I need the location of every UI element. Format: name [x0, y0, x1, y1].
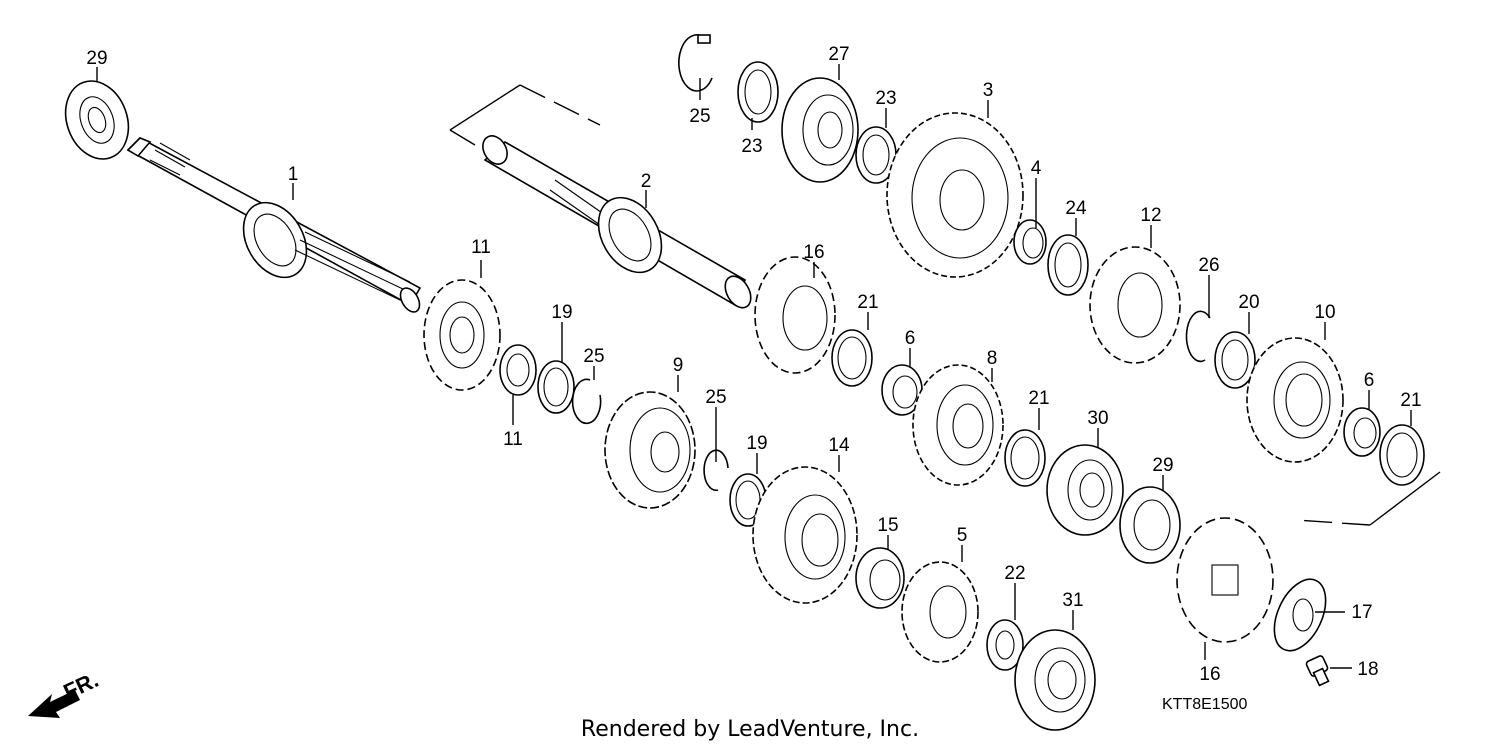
callout-3: 3 — [983, 80, 994, 101]
callout-23-a: 23 — [741, 136, 762, 157]
plate-part-17 — [1273, 578, 1327, 652]
circlip-part-25-right — [703, 449, 729, 492]
bearing-part-30 — [1046, 444, 1124, 536]
leader-lines — [96, 64, 1412, 669]
gear-part-9 — [1246, 337, 1344, 463]
callout-6-b: 6 — [1364, 370, 1375, 391]
washer-part-22 — [986, 619, 1024, 671]
main-shaft-part-1 — [126, 137, 422, 313]
callout-21-b: 21 — [1028, 388, 1049, 409]
circlip-part-24 — [678, 34, 713, 92]
callout-18: 18 — [1357, 659, 1378, 680]
gear-part-15 — [754, 256, 836, 374]
gear-part-3 — [886, 112, 1024, 278]
washer-part-23-b — [855, 126, 897, 184]
callout-6-a: 6 — [905, 328, 916, 349]
callout-14: 15 — [877, 515, 898, 536]
credit-line: Rendered by LeadVenture, Inc. — [581, 717, 919, 742]
alignment-line-top — [449, 84, 601, 146]
callout-15: 16 — [803, 242, 824, 263]
callout-25-b: 25 — [705, 387, 726, 408]
callout-23-c: 24 — [1065, 198, 1087, 219]
bushing-part-14 — [855, 547, 905, 609]
washer-part-21-a — [831, 329, 873, 387]
bearing-part-27 — [781, 77, 859, 183]
callout-1: 1 — [288, 164, 299, 185]
callout-9: 10 — [1314, 302, 1335, 323]
callout-19-b: 19 — [746, 433, 767, 454]
gear-part-5 — [901, 561, 979, 663]
callout-21-c: 21 — [1400, 390, 1421, 411]
alignment-line-bottom — [1294, 471, 1441, 526]
callout-28: 29 — [1152, 455, 1173, 476]
callout-23-b: 23 — [875, 88, 896, 109]
seal-part-28 — [1119, 486, 1181, 564]
callout-29: 29 — [86, 48, 107, 69]
bushing-part-6-b — [1343, 407, 1381, 457]
washer-part-20 — [1214, 331, 1256, 389]
callout-30: 30 — [1087, 408, 1108, 429]
washer-part-21-c — [1379, 424, 1425, 486]
callout-4: 4 — [1031, 158, 1042, 179]
bearing-part-29 — [64, 80, 130, 160]
gear-part-8 — [604, 391, 696, 509]
sprocket-part-16 — [1176, 517, 1274, 643]
gear-part-10 — [423, 279, 501, 391]
callout-8: 9 — [673, 355, 684, 376]
callout-2: 2 — [641, 171, 652, 192]
callout-25-a: 25 — [583, 346, 604, 367]
circlip-part-25-left — [571, 378, 602, 425]
front-direction-arrow-icon: FR. — [28, 667, 102, 718]
callout-16: 16 — [1199, 664, 1220, 685]
gear-part-13 — [752, 466, 858, 604]
bushing-part-11 — [499, 344, 537, 396]
callout-13: 14 — [828, 435, 850, 456]
callout-22: 22 — [1004, 563, 1025, 584]
washer-part-23-a — [737, 61, 779, 123]
gear-part-12 — [1089, 246, 1181, 364]
callout-7: 8 — [987, 348, 998, 369]
callout-11: 11 — [503, 429, 523, 450]
callout-19-a: 19 — [551, 302, 572, 323]
callout-31: 31 — [1062, 590, 1083, 611]
callout-20: 20 — [1238, 292, 1259, 313]
washer-part-23-c — [1047, 234, 1089, 296]
callout-24: 25 — [689, 106, 710, 127]
drawing-code: KTT8E1500 — [1162, 696, 1247, 713]
callout-17: 17 — [1351, 602, 1372, 623]
callout-21-a: 21 — [857, 292, 878, 313]
washer-part-19-left — [537, 360, 575, 414]
bearing-part-31 — [1014, 629, 1096, 731]
callout-labels: 29 1 2 27 25 23 23 3 4 24 12 26 20 10 6 … — [86, 44, 1421, 685]
counter-shaft-part-2 — [482, 135, 752, 309]
circlip-part-26 — [1185, 310, 1211, 363]
callout-10: 11 — [471, 237, 491, 258]
gear-part-7 — [912, 364, 1004, 486]
callout-26: 26 — [1198, 255, 1219, 276]
washer-part-21-b — [1004, 429, 1046, 487]
callout-27: 27 — [828, 44, 849, 65]
bolt-part-18 — [1305, 655, 1330, 687]
callout-12: 12 — [1140, 205, 1161, 226]
callout-5: 5 — [957, 525, 968, 546]
bushing-part-4 — [1013, 219, 1047, 265]
